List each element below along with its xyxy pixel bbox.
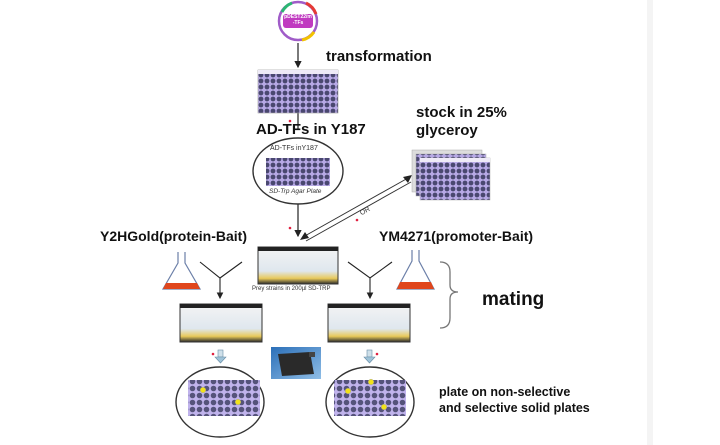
marker-dot [288,226,292,230]
flask-left-icon [161,252,202,290]
promoter-bait-label: YM4271(promoter-Bait) [379,228,534,244]
stock-line2: glyceroy [416,122,478,139]
marker-dot [288,119,292,123]
colony [381,404,388,411]
marker-dot [211,352,215,356]
flask-right-icon [395,250,436,290]
step-ad-tfs: AD-TFs in Y187 [256,121,366,138]
agar-plate-bottom-label: SD-Trp Agar Plate [269,188,322,195]
mated-box-right-icon [327,303,411,343]
step-mating: mating [482,289,545,310]
prey-deep-well-box-icon [257,246,339,285]
plate-line2: and selective solid plates [439,401,590,415]
plasmid-label: pDEST22/m -TFs [284,14,312,26]
plasmid-label-line2: -TFs [292,20,304,26]
plate-line1: plate on non-selective [439,385,571,399]
page-side-strip [647,0,653,445]
stock-line1: stock in 25% [416,104,507,121]
plasmid-icon [277,0,319,42]
brace-icon [439,261,459,329]
agar-plate-icon [252,137,344,205]
mated-box-left-icon [179,303,263,343]
down-arrow-left-icon [214,349,227,364]
colony [368,379,375,386]
step-transformation: transformation [326,48,432,65]
marker-dot [375,352,379,356]
96-well-plate-icon [257,69,339,114]
down-arrow-right-icon [363,349,376,364]
step-plate: plate on non-selective and selective sol… [439,384,590,416]
selection-plate-right [325,366,415,438]
plasmid-label-line1: pDEST22/m [284,14,312,20]
incubator-shaker-image [271,347,321,379]
colony [234,399,241,406]
protein-bait-label: Y2HGold(protein-Bait) [100,228,247,244]
colony [199,387,206,394]
selection-plate-left [175,366,265,438]
merge-right [347,261,393,300]
prey-caption: Prey strains in 200µl SD-TRP [252,286,331,292]
stacked-stock-plates-icon [411,149,491,201]
agar-plate-top-label: AD-TFs inY187 [270,145,318,152]
step-stock: stock in 25% glyceroy [416,104,507,140]
marker-dot [355,218,359,222]
arrow-to-stock [300,175,412,242]
colony [345,388,352,395]
merge-left [199,261,243,300]
